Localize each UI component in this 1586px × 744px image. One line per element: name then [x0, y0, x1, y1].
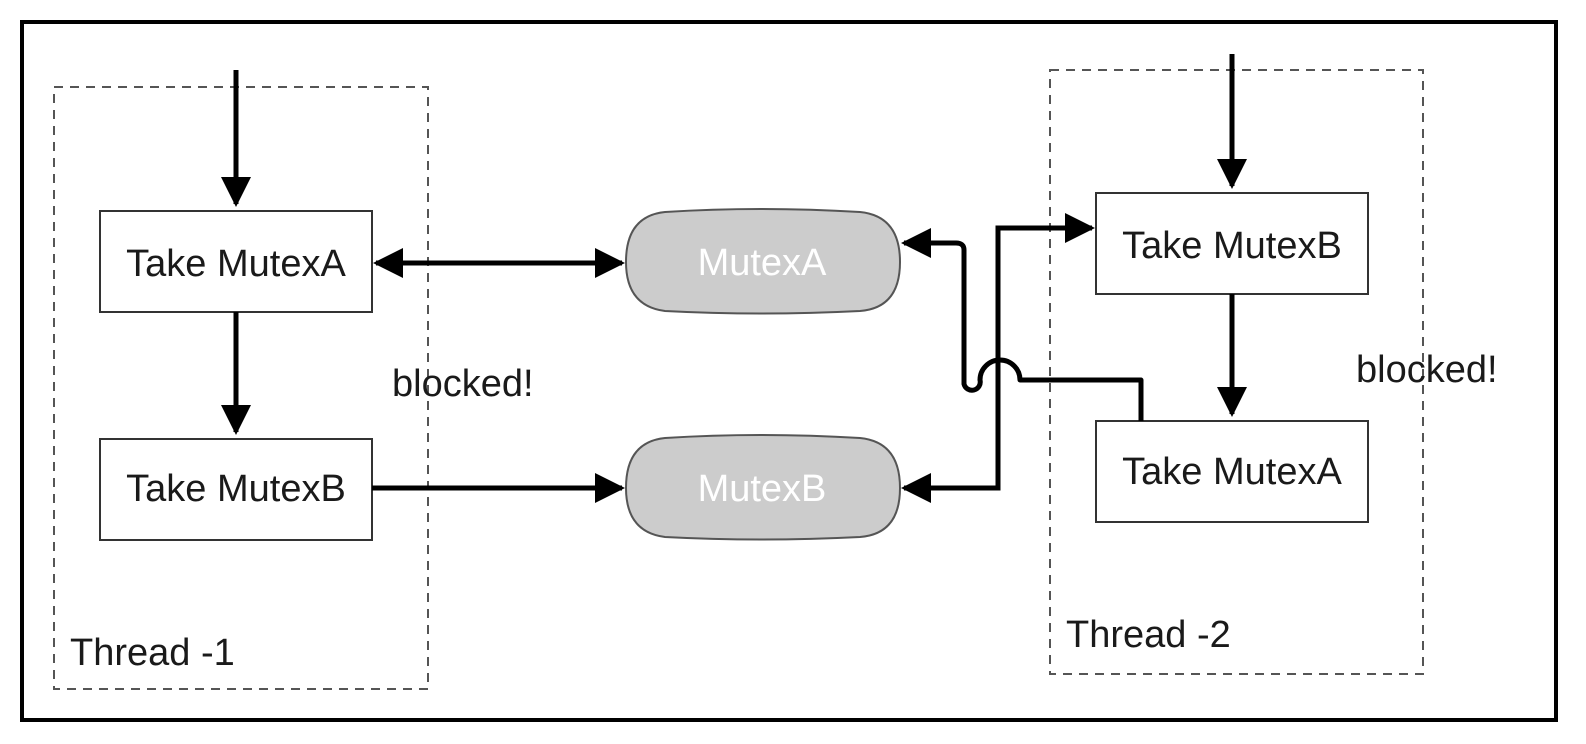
thread-1-boundary [53, 86, 429, 690]
thread-2-blocked-label: blocked! [1356, 349, 1498, 391]
mutex-b-resource: MutexB [624, 434, 902, 541]
thread-1-label: Thread -1 [70, 632, 235, 674]
mutex-a-resource: MutexA [624, 208, 902, 315]
thread-1-take-mutex-a-box [99, 210, 373, 313]
mutex-a-label: MutexA [698, 242, 827, 284]
mutex-b-shape [624, 434, 902, 541]
thread-1-take-mutex-b-box [99, 438, 373, 541]
thread-1-take-mutex-a-label: Take MutexA [126, 243, 346, 285]
thread-2-group: Thread -2 Take MutexB Take MutexA [1049, 54, 1424, 675]
mutex-a-shape [624, 208, 902, 315]
thread-2-take-mutex-a-box [1095, 420, 1369, 523]
thread-2-label: Thread -2 [1066, 614, 1231, 656]
thread-1-group: Thread -1 Take MutexA Take MutexB [53, 70, 429, 690]
thread-1-take-mutex-b-label: Take MutexB [126, 468, 346, 510]
thread-2-take-mutex-a-label: Take MutexA [1122, 451, 1342, 493]
mutex-b-label: MutexB [698, 468, 827, 510]
outer-frame [20, 20, 1558, 722]
thread-2-mutex-a-request-line [901, 228, 1144, 421]
thread-1-blocked-label: blocked! [392, 363, 534, 405]
thread-2-take-mutex-b-label: Take MutexB [1122, 225, 1342, 267]
